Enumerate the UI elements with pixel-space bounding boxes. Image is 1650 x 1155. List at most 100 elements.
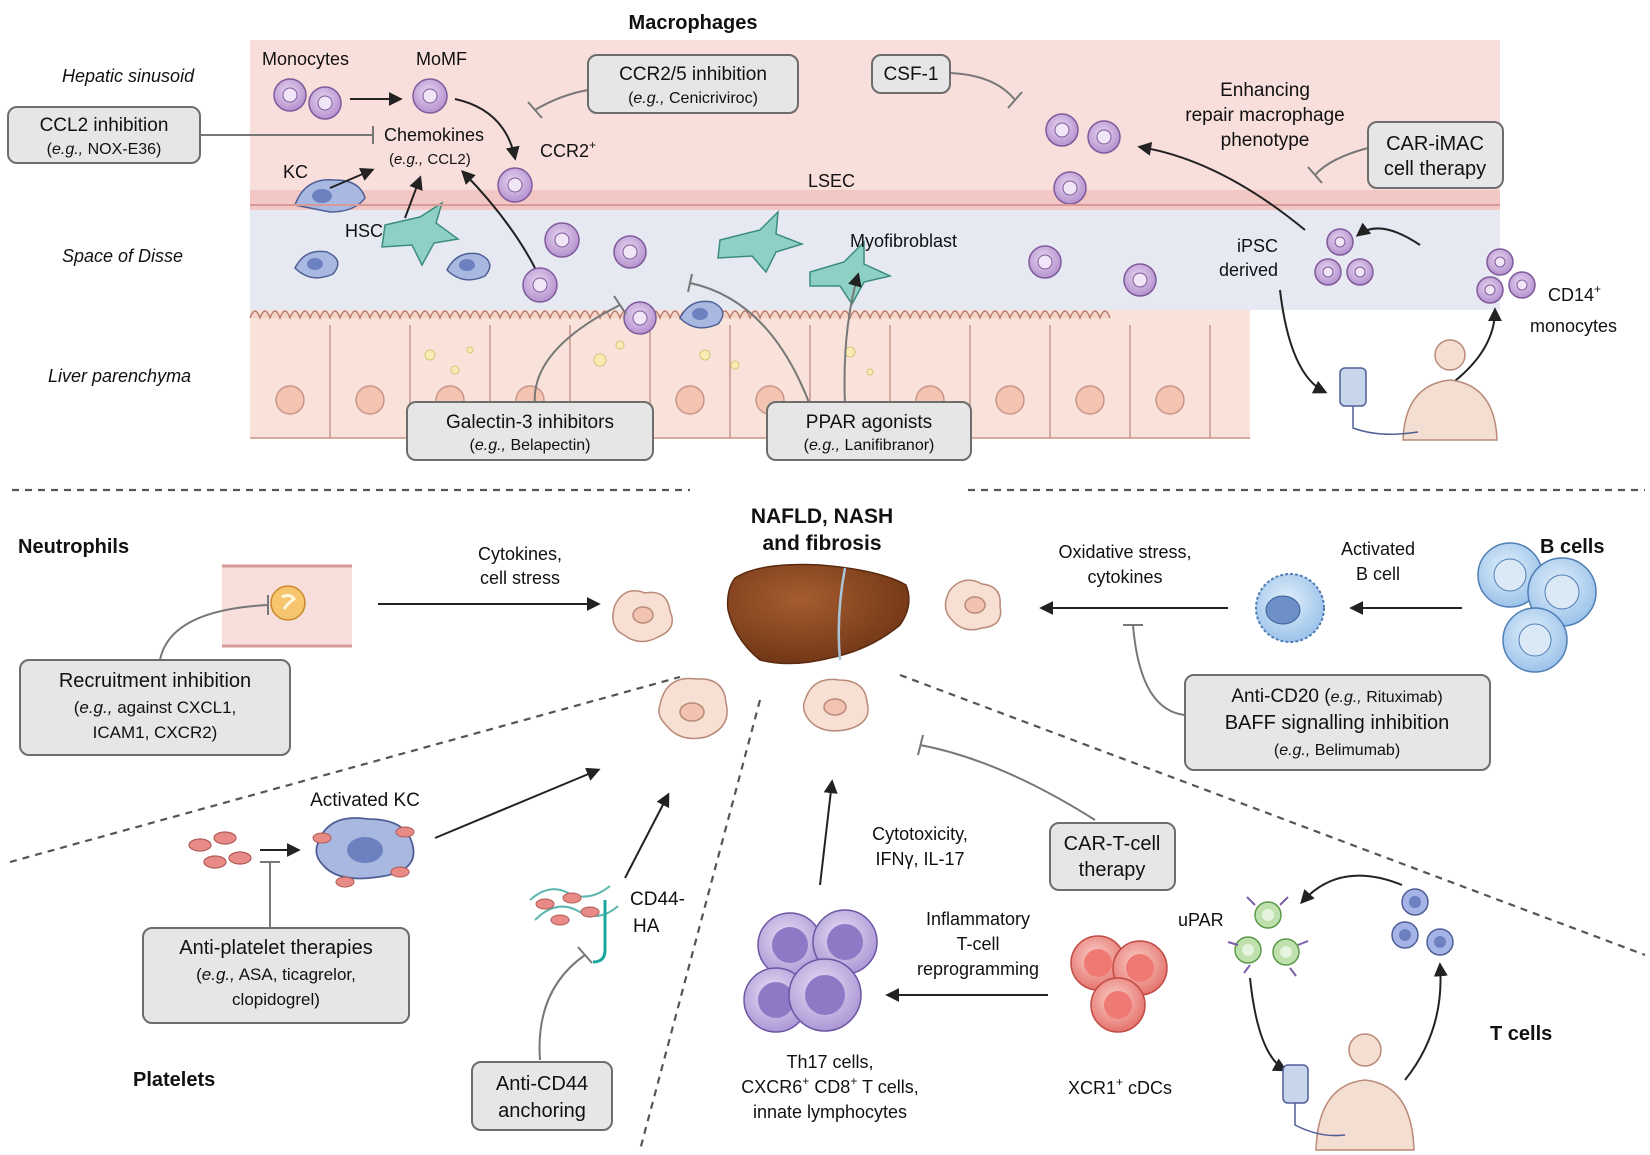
inhibit-cd44 — [538, 946, 593, 1061]
arrow-kc-chemokines — [329, 167, 375, 189]
label-th17-1: Th17 cells, — [786, 1052, 873, 1072]
inhibit-cart — [917, 734, 1096, 821]
arrow-momf-ccr2 — [454, 98, 520, 161]
svg-text:Galectin-3 inhibitors: Galectin-3 inhibitors — [446, 412, 614, 433]
box-recruitment-inhibition: Recruitment inhibition (e.g., against CX… — [19, 659, 291, 756]
inhibit-ccl2 — [200, 126, 374, 144]
arrow-cd44-hepatocyte — [624, 792, 670, 879]
svg-text:Anti-platelet therapies: Anti-platelet therapies — [179, 937, 372, 959]
label-activated-bcell-2: B cell — [1356, 564, 1400, 584]
platelets-title: Platelets — [133, 1069, 215, 1091]
label-cd44-2: HA — [633, 916, 660, 937]
box-ccr25-inhibition: CCR2/5 inhibition (e.g., Cenicriviroc) — [587, 54, 799, 114]
svg-text:(e.g., Cenicriviroc): (e.g., Cenicriviroc) — [628, 90, 758, 107]
inhibit-bcell — [1123, 624, 1186, 716]
arrow-ipsc-patient — [1279, 289, 1328, 394]
arrow-ipsc-repair — [1137, 141, 1306, 231]
center-title-1: NAFLD, NASH — [751, 505, 893, 528]
inhibit-csf1 — [949, 72, 1023, 109]
inhibit-cariMAC — [1307, 147, 1369, 184]
activated-kc-icon — [312, 817, 415, 888]
label-momf: MoMF — [416, 49, 467, 69]
iv-bag-icon-macrophage — [1339, 367, 1419, 435]
svg-text:CSF-1: CSF-1 — [884, 64, 939, 85]
arrow-cd14-ipsc — [1355, 222, 1421, 246]
svg-text:cell therapy: cell therapy — [1384, 158, 1486, 180]
label-ccr2: CCR2+ — [540, 138, 596, 161]
center-title-2: and fibrosis — [762, 532, 881, 555]
box-csf1: CSF-1 — [871, 54, 951, 94]
label-chemokines: Chemokines — [384, 125, 484, 145]
box-car-t-cell: CAR-T-cell therapy — [1049, 822, 1176, 891]
liver-icon — [726, 563, 910, 665]
label-hsc: HSC — [345, 221, 383, 241]
svg-text:(e.g., Belapectin): (e.g., Belapectin) — [470, 437, 591, 454]
label-myofibroblast: Myofibroblast — [850, 231, 957, 251]
arrow-hsc-chemokines — [404, 175, 423, 219]
box-ppar: PPAR agonists (e.g., Lanifibranor) — [766, 401, 972, 461]
monocyte-cells — [273, 78, 1536, 335]
box-anti-cd44: Anti-CD44 anchoring — [471, 1061, 613, 1131]
label-cd14-monocytes: monocytes — [1530, 316, 1617, 336]
arrow-tcells-upar — [1300, 874, 1403, 905]
svg-text:BAFF signalling inhibition: BAFF signalling inhibition — [1225, 712, 1450, 734]
arrow-kc-hepatocyte — [434, 767, 601, 839]
divider-right-diagonal — [899, 673, 1646, 957]
arrow-mac-chemokines — [461, 169, 536, 269]
inhibit-ppar — [687, 273, 811, 406]
box-cariMAC: CAR-iMAC cell therapy — [1367, 121, 1504, 189]
activated-bcell — [1255, 573, 1325, 643]
tcells-title: T cells — [1490, 1023, 1552, 1045]
kupffer-cells — [294, 178, 724, 329]
zone-label-disse: Space of Disse — [62, 246, 183, 266]
bcells-title: B cells — [1540, 536, 1604, 558]
label-enhancing-2: repair macrophage — [1185, 105, 1344, 126]
label-cd14: CD14+ — [1548, 282, 1601, 305]
neutrophils-title: Neutrophils — [18, 536, 129, 558]
svg-text:(e.g., ASA, ticagrelor,: (e.g., ASA, ticagrelor, — [196, 965, 356, 984]
label-monocytes: Monocytes — [262, 49, 349, 69]
label-cd44-1: CD44- — [630, 889, 685, 910]
label-ipsc-1: iPSC — [1237, 236, 1278, 256]
label-chemokines-eg: (e.g., CCL2) — [389, 151, 471, 168]
cd44-ha-icon — [529, 885, 619, 964]
label-enhancing-3: phenotype — [1221, 130, 1310, 151]
ppar-to-myofibroblast — [843, 272, 862, 406]
label-enhancing-1: Enhancing — [1220, 80, 1310, 101]
neutrophil-arrow-label-2: cell stress — [480, 568, 560, 588]
bcell-arrow-label-2: cytokines — [1087, 567, 1162, 587]
arrow-tcell-hepatocyte — [819, 779, 838, 886]
label-ipsc-2: derived — [1219, 260, 1278, 280]
damaged-hepatocytes — [612, 579, 1002, 740]
bcell-cluster — [1477, 542, 1597, 673]
zone-label-sinusoid: Hepatic sinusoid — [62, 66, 195, 86]
svg-text:(e.g., NOX-E36): (e.g., NOX-E36) — [47, 141, 162, 158]
svg-text:anchoring: anchoring — [498, 1100, 586, 1122]
inhibit-recruitment — [159, 595, 269, 661]
svg-text:CCL2 inhibition: CCL2 inhibition — [40, 115, 169, 136]
svg-text:Recruitment inhibition: Recruitment inhibition — [59, 670, 251, 692]
svg-text:clopidogrel): clopidogrel) — [232, 990, 320, 1009]
neutrophil-arrow-label-1: Cytokines, — [478, 544, 562, 564]
svg-text:CAR-iMAC: CAR-iMAC — [1386, 133, 1484, 155]
label-cytotox-1: Cytotoxicity, — [872, 824, 968, 844]
label-activated-bcell-1: Activated — [1341, 539, 1415, 559]
label-cytotox-2: IFNγ, IL-17 — [875, 849, 964, 869]
label-th17-3: innate lymphocytes — [753, 1102, 907, 1122]
label-inflam-3: reprogramming — [917, 959, 1039, 979]
upar-car-t-cells — [1227, 896, 1309, 977]
inhibit-galectin — [533, 295, 627, 406]
svg-text:PPAR agonists: PPAR agonists — [806, 412, 932, 433]
liver-parenchyma-layer — [250, 310, 1250, 438]
box-ccl2-inhibition: CCL2 inhibition (e.g., NOX-E36) — [7, 106, 201, 164]
blue-t-cells — [1391, 888, 1454, 956]
svg-text:CCR2/5 inhibition: CCR2/5 inhibition — [619, 64, 767, 85]
liver-ligament — [837, 567, 847, 661]
svg-text:therapy: therapy — [1079, 859, 1146, 881]
platelets-icon — [188, 831, 252, 869]
label-xcr1: XCR1+ cDCs — [1068, 1075, 1172, 1098]
iv-bag-icon-tcell — [1282, 1064, 1346, 1137]
box-anti-cd20: Anti-CD20 (e.g., Rituximab) BAFF signall… — [1184, 674, 1491, 771]
box-galectin3: Galectin-3 inhibitors (e.g., Belapectin) — [406, 401, 654, 461]
